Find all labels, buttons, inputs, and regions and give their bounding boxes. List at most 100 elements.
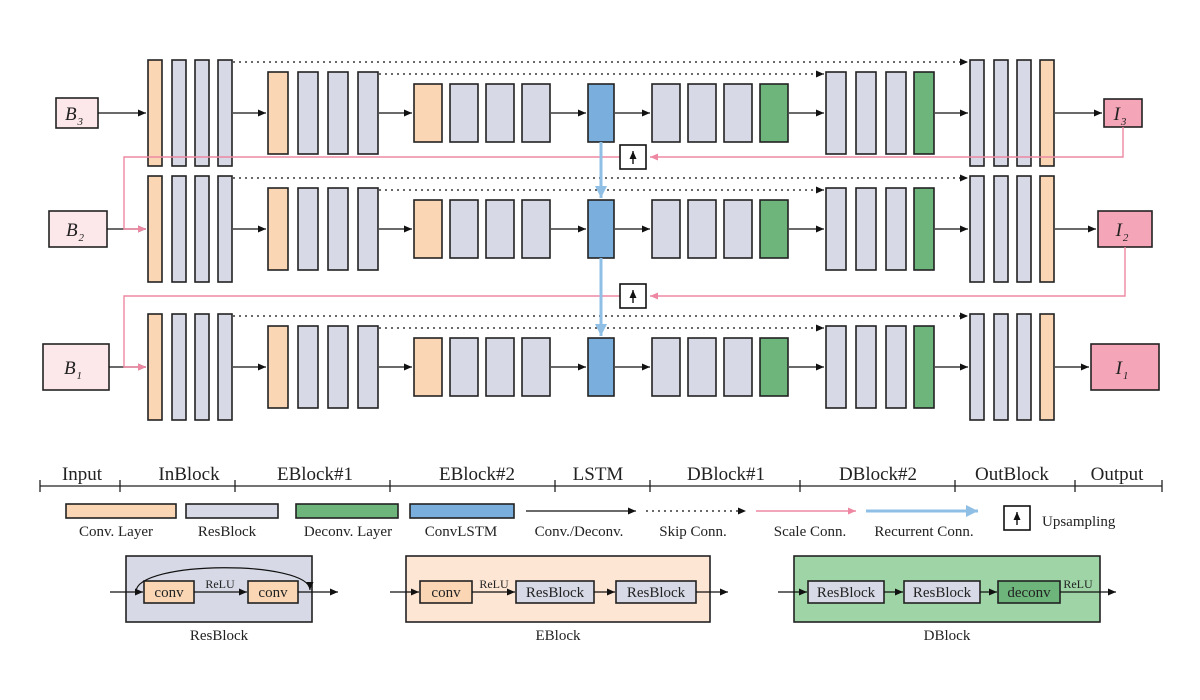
resblock [1016,313,1032,421]
resblock [171,313,187,421]
convlstm-cell [587,199,615,259]
deconv-layer [759,199,789,259]
output-image-box [1090,343,1160,391]
deconv-layer [759,83,789,143]
resblock [194,59,210,167]
detail-panel-caption: ResBlock [190,628,249,644]
conv-layer [147,313,163,421]
resblock [969,59,985,167]
resblock [825,71,847,155]
residual-skip-arrow [135,567,314,593]
deconv-layer [913,187,935,271]
upsampling-icon [619,144,647,170]
resblock [1016,59,1032,167]
resblock [825,325,847,409]
stage-label-8: OutBlock [975,464,1049,485]
conv-layer [267,325,289,409]
conv-layer [267,71,289,155]
stage-label-7: DBlock#2 [839,464,917,485]
conv-layer [1039,313,1055,421]
deconv-layer-swatch [295,503,399,519]
resblock [969,313,985,421]
resblock [651,337,681,397]
resblock [651,83,681,143]
legend-label-convdeconv: Conv./Deconv. [535,524,624,540]
convlstm-cell [587,337,615,397]
resblock [855,71,877,155]
resblock [327,71,349,155]
resblock [327,187,349,271]
deconv-layer [913,325,935,409]
resblock [885,71,907,155]
resblock [171,59,187,167]
conv-layer [413,337,443,397]
resblock [449,337,479,397]
resblock [723,83,753,143]
conv-layer [1039,59,1055,167]
conv-layer-swatch [65,503,177,519]
conv-layer [413,83,443,143]
resblock [855,187,877,271]
resblock [485,337,515,397]
relu-label: ReLU [205,577,235,591]
resblock [521,199,551,259]
resblock [993,175,1009,283]
resblock [969,175,985,283]
output-image-box [1097,210,1153,248]
stage-label-5: LSTM [573,464,624,485]
deconv-layer [913,71,935,155]
stage-label-9: Output [1091,464,1145,485]
resblock [855,325,877,409]
resblock [357,187,379,271]
detail-node-label: ResBlock [913,585,972,601]
resblock [651,199,681,259]
upsampling-box [1003,505,1031,531]
conv-layer [267,187,289,271]
resblock [449,199,479,259]
conv-layer [147,175,163,283]
scale-connection [123,295,620,371]
input-image-box [42,343,110,391]
legend-label-skip: Skip Conn. [659,524,727,540]
conv-layer [1039,175,1055,283]
resblock-swatch [185,503,279,519]
resblock [357,71,379,155]
resblock [723,337,753,397]
relu-label: ReLU [1063,577,1093,591]
convlstm-swatch [409,503,515,519]
resblock [485,83,515,143]
resblock [521,83,551,143]
resblock [521,337,551,397]
detail-node-label: ResBlock [817,585,876,601]
upsampling-box [619,144,647,170]
input-image-box [48,210,108,248]
scale-connection [123,156,620,233]
resblock [825,187,847,271]
resblock [194,313,210,421]
resblock [687,83,717,143]
scale-connections [123,127,1126,371]
resblock [687,337,717,397]
resblock [687,199,717,259]
legend-label-upsampling: Upsampling [1042,514,1116,530]
legend-label-scale: Scale Conn. [774,524,847,540]
resblock [171,175,187,283]
resblock [993,59,1009,167]
resblock [357,325,379,409]
resblock [217,313,233,421]
input-image-box [55,97,99,129]
relu-label: ReLU [479,577,509,591]
resblock [297,325,319,409]
stage-label-3: EBlock#1 [277,464,353,485]
upsampling-icon [619,283,647,309]
resblock [297,71,319,155]
conv-layer [413,199,443,259]
